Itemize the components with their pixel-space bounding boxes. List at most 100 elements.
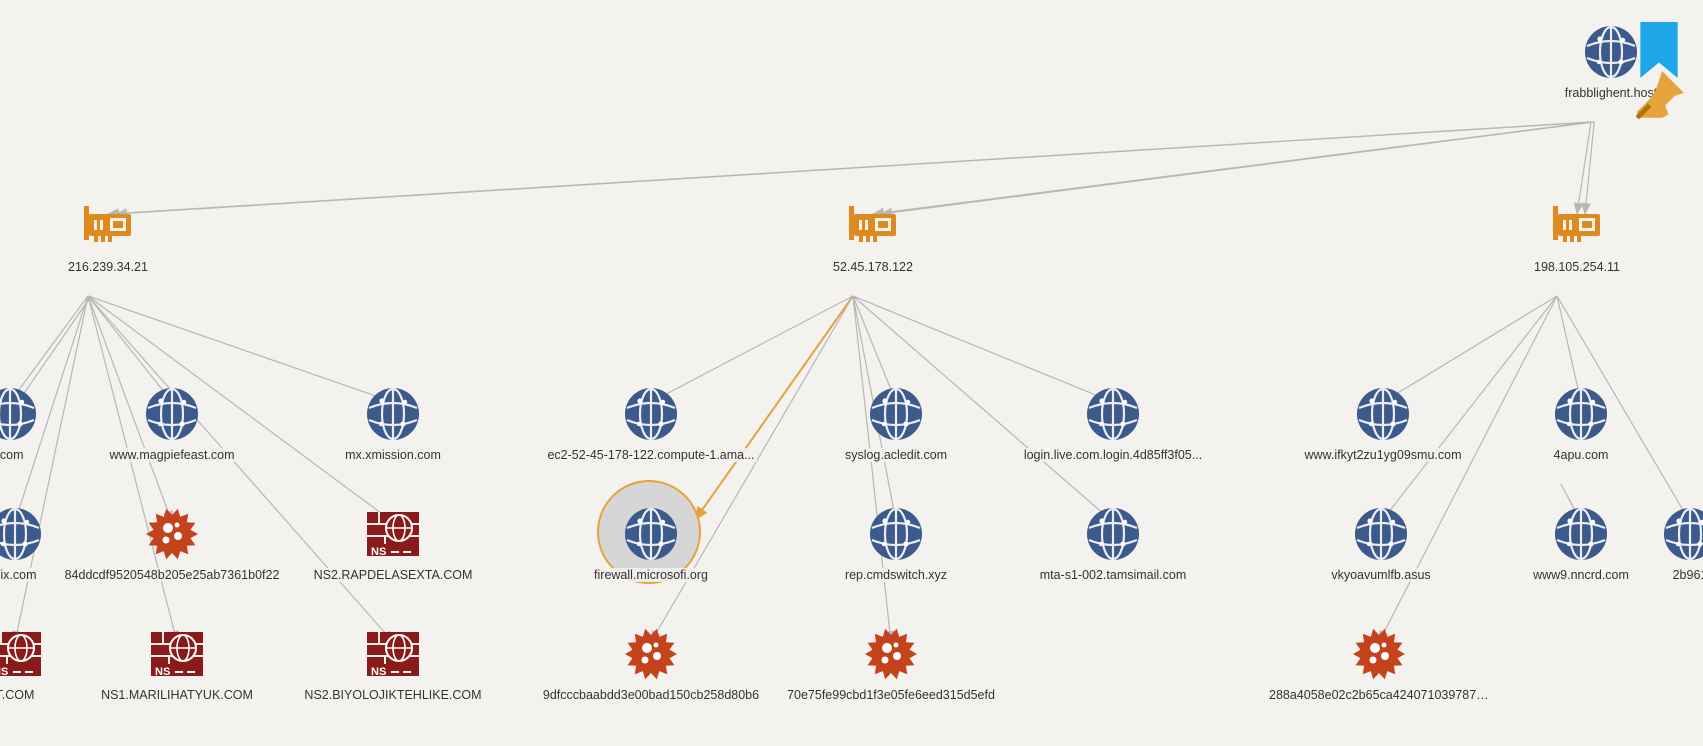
graph-node-hash1[interactable]: 84ddcdf9520548b205e25ab7361b0f22 [62, 486, 282, 596]
globe-icon [0, 506, 43, 562]
pin-icon[interactable] [1631, 68, 1684, 120]
graph-edge[interactable] [1382, 295, 1558, 403]
graph-edge[interactable] [650, 295, 854, 643]
node-label: NS1.MARILIHATYUK.COM [99, 688, 255, 702]
graph-node-apu[interactable]: 4apu.com [1471, 366, 1691, 476]
graph-edge[interactable] [852, 295, 1114, 523]
node-label: www.ifkyt2zu1yg09smu.com [1302, 448, 1464, 462]
node-label: NS2.BIYOLOJIKTEHLIKE.COM [302, 688, 484, 702]
globe-icon [1662, 506, 1703, 562]
network-card-icon [80, 198, 136, 254]
globe-icon [1355, 386, 1411, 442]
svg-text:NS: NS [371, 666, 386, 678]
graph-node-syslog[interactable]: syslog.acledit.com [786, 366, 1006, 476]
node-label: rep.cmdswitch.xyz [842, 568, 950, 582]
graph-node-xmission[interactable]: mx.xmission.com [283, 366, 503, 476]
malware-icon [1351, 626, 1407, 682]
node-label: nix.com [0, 568, 39, 582]
node-label: 4apu.com [1551, 448, 1611, 462]
name-server-icon: NS [365, 626, 421, 682]
graph-node-magpie[interactable]: www.magpiefeast.com [62, 366, 282, 476]
graph-node-ip3[interactable]: 198.105.254.11 [1467, 178, 1687, 288]
graph-edge[interactable] [1380, 295, 1558, 523]
graph-edge[interactable] [650, 295, 854, 403]
globe-icon [1553, 386, 1609, 442]
graph-edge[interactable] [87, 295, 180, 643]
name-server-icon: NS [365, 506, 421, 562]
node-label: login.live.com.login.4d85ff3f05... [1021, 448, 1205, 462]
graph-node-ip2[interactable]: 52.45.178.122 [763, 178, 983, 288]
globe-icon [1583, 22, 1684, 120]
globe-icon [1553, 506, 1609, 562]
node-label: 9dfcccbaabdd3e00bad150cb258d80b6 [540, 688, 762, 702]
graph-node-ns_biyo[interactable]: NS NS2.BIYOLOJIKTEHLIKE.COM [283, 606, 503, 716]
graph-edge[interactable] [115, 121, 1595, 219]
graph-edge[interactable] [880, 121, 1595, 218]
svg-text:NS: NS [155, 666, 170, 678]
graph-node-ifky[interactable]: www.ifkyt2zu1yg09smu.com [1273, 366, 1493, 476]
svg-text:NS: NS [0, 666, 8, 678]
malware-icon [144, 506, 200, 562]
node-label: frabblighent.host [1562, 86, 1660, 100]
node-label: 2b961 [1670, 568, 1703, 582]
node-label: 288a4058e02c2b65ca42407103978734 [1267, 688, 1491, 702]
graph-node-ns_rapd[interactable]: NS NS2.RAPDELASEXTA.COM [283, 486, 503, 596]
graph-edge[interactable] [87, 295, 394, 523]
bookmark-icon[interactable] [1631, 22, 1678, 78]
graph-edge[interactable] [1573, 121, 1592, 215]
node-label: www.magpiefeast.com [107, 448, 237, 462]
node-label: .com [0, 448, 26, 462]
graph-edge[interactable] [1556, 295, 1584, 403]
graph-node-login[interactable]: login.live.com.login.4d85ff3f05... [1003, 366, 1223, 476]
graph-edge[interactable] [852, 295, 895, 643]
graph-edge[interactable] [1556, 295, 1691, 523]
graph-node-hash2[interactable]: 9dfcccbaabdd3e00bad150cb258d80b6 [540, 606, 762, 716]
node-label: syslog.acledit.com [842, 448, 950, 462]
globe-icon [144, 386, 200, 442]
graph-edge[interactable] [87, 295, 173, 523]
graph-node-hash3[interactable]: 70e75fe99cbd1f3e05fe6eed315d5efd [781, 606, 1001, 716]
graph-node-rep[interactable]: rep.cmdswitch.xyz [786, 486, 1006, 596]
node-label: firewall.microsofi.org [592, 568, 710, 582]
graph-edge[interactable] [17, 295, 92, 403]
graph-edge[interactable] [852, 295, 897, 403]
graph-edge[interactable] [13, 295, 89, 523]
graph-node-hash4[interactable]: 288a4058e02c2b65ca42407103978734 [1267, 606, 1491, 716]
globe-icon [623, 386, 679, 442]
svg-text:NS: NS [371, 546, 386, 558]
node-label: ec2-52-45-178-122.compute-1.ama... [545, 448, 757, 462]
network-card-icon [845, 198, 901, 254]
node-label: 216.239.34.21 [66, 260, 150, 274]
node-label: 84ddcdf9520548b205e25ab7361b0f22 [62, 568, 282, 582]
graph-node-firewall[interactable]: firewall.microsofi.org [541, 480, 761, 596]
node-label: www9.nncrd.com [1531, 568, 1631, 582]
graph-edge[interactable] [87, 295, 173, 403]
graph-node-l_2b96[interactable]: 2b961 [1580, 486, 1703, 596]
graph-node-ip1[interactable]: 216.239.34.21 [0, 178, 218, 288]
graph-node-root[interactable]: frabblighent.host [1501, 4, 1703, 120]
name-server-icon: NS [0, 626, 43, 682]
graph-edge[interactable] [87, 295, 394, 643]
globe-icon [0, 386, 38, 442]
graph-node-nncrd[interactable]: www9.nncrd.com [1471, 486, 1691, 596]
graph-node-mta[interactable]: mta-s1-002.tamsimail.com [1003, 486, 1223, 596]
graph-edge[interactable] [12, 295, 89, 643]
graph-edge[interactable] [694, 295, 854, 521]
globe-icon [868, 386, 924, 442]
graph-edge[interactable] [1378, 295, 1558, 643]
graph-node-l_nix[interactable]: nix.com [0, 486, 125, 596]
malware-icon [863, 626, 919, 682]
name-server-icon: NS [149, 626, 205, 682]
graph-edge[interactable] [1581, 121, 1595, 215]
network-card-icon [1549, 198, 1605, 254]
graph-node-ec2[interactable]: ec2-52-45-178-122.compute-1.ama... [541, 366, 761, 476]
graph-node-l_com[interactable]: .com [0, 366, 120, 476]
graph-node-ns_mari[interactable]: NS NS1.MARILIHATYUK.COM [67, 606, 287, 716]
graph-edge[interactable] [852, 295, 1114, 403]
graph-node-vkyo[interactable]: vkyoavumlfb.asus [1271, 486, 1491, 596]
graph-edge[interactable] [87, 295, 394, 404]
node-label: 52.45.178.122 [831, 260, 915, 274]
graph-edge[interactable] [9, 295, 89, 403]
graph-node-l_tcom[interactable]: NS T.COM [0, 606, 125, 716]
